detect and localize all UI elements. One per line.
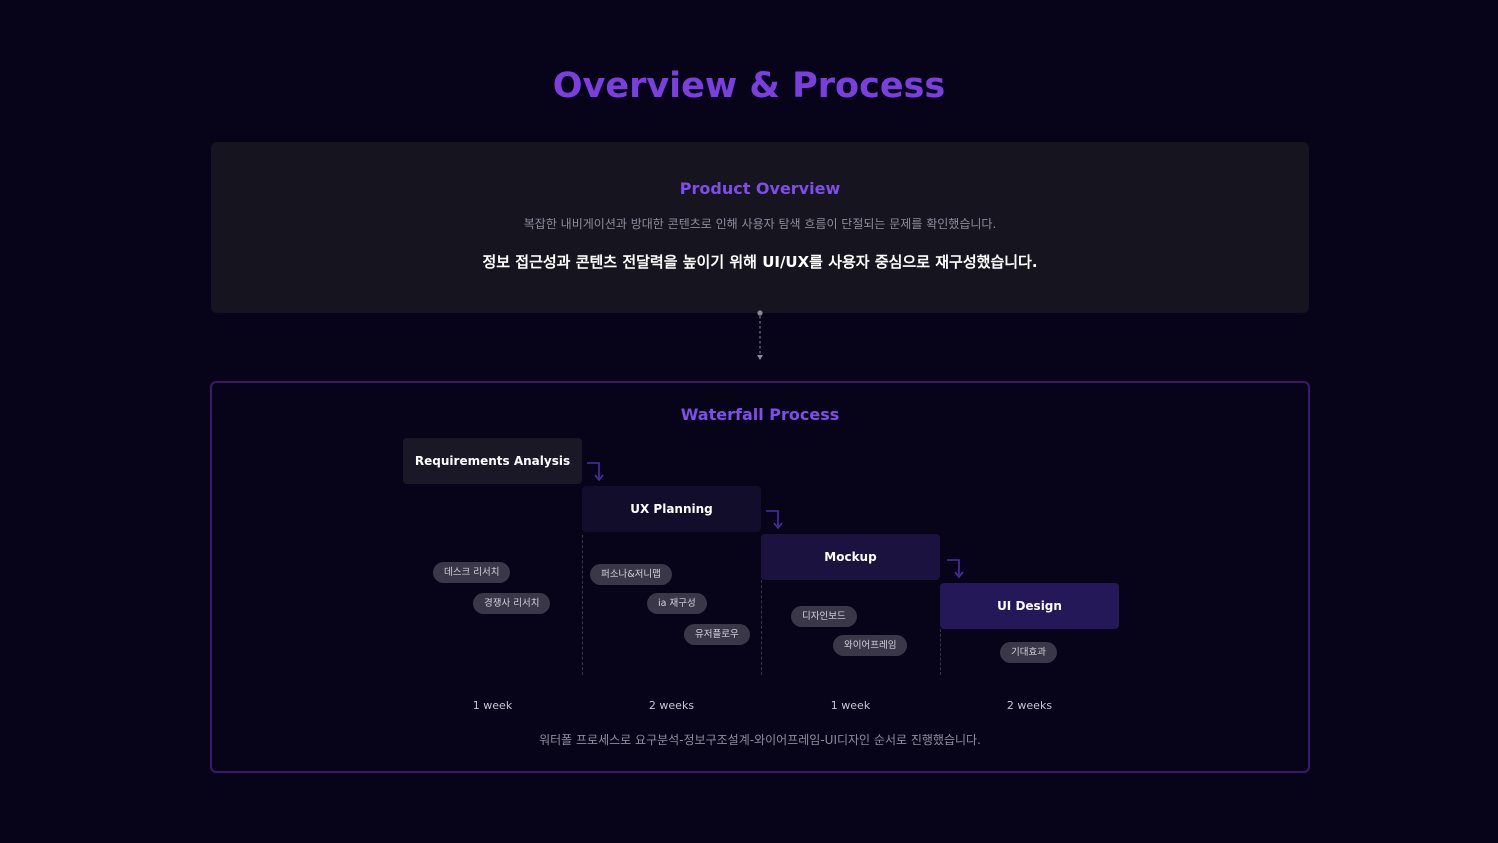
stage-ux-planning: UX Planning (582, 486, 761, 532)
dashed-connector-arrow (757, 310, 763, 360)
stage-mockup: Mockup (761, 534, 940, 580)
task-chip: 데스크 리서치 (433, 562, 511, 583)
stage-duration: 2 weeks (648, 699, 695, 712)
column-divider (582, 535, 583, 675)
task-chip: 디자인보드 (791, 606, 857, 627)
product-overview-subtitle: 복잡한 내비게이션과 방대한 콘텐츠로 인해 사용자 탐색 흐름이 단절되는 문… (523, 217, 997, 231)
waterfall-process-footer: 워터폴 프로세스로 요구분석-정보구조설계-와이어프레임-UI디자인 순서로 진… (539, 733, 981, 747)
column-divider (940, 629, 941, 675)
stage-ui-design: UI Design (940, 583, 1119, 629)
product-overview-card: Product Overview 복잡한 내비게이션과 방대한 콘텐츠로 인해 … (211, 142, 1309, 313)
column-divider (761, 580, 762, 675)
task-chip: 경쟁사 리서치 (473, 593, 551, 614)
connector-dot (757, 310, 763, 316)
step-arrow-icon (947, 559, 964, 579)
step-arrow-icon (587, 462, 604, 482)
stage-duration: 1 week (830, 699, 871, 712)
waterfall-process-heading: Waterfall Process (680, 405, 840, 424)
product-overview-statement: 정보 접근성과 콘텐츠 전달력을 높이기 위해 UI/UX를 사용자 중심으로 … (482, 253, 1038, 271)
waterfall-process-card: Waterfall Process Requirements Analysis … (210, 381, 1310, 773)
task-chip: 기대효과 (1000, 642, 1057, 663)
task-chip: 유저플로우 (684, 624, 750, 645)
stage-requirements-analysis: Requirements Analysis (403, 438, 582, 484)
stage-duration: 1 week (472, 699, 513, 712)
task-chip: 와이어프레임 (833, 635, 908, 656)
connector-arrowhead (757, 355, 763, 360)
task-chip: ia 재구성 (647, 593, 707, 614)
task-chip: 퍼소나&저니맵 (590, 564, 672, 585)
page-title: Overview & Process (552, 66, 946, 106)
step-arrow-icon (766, 510, 783, 530)
product-overview-heading: Product Overview (679, 179, 841, 198)
stage-duration: 2 weeks (1006, 699, 1053, 712)
